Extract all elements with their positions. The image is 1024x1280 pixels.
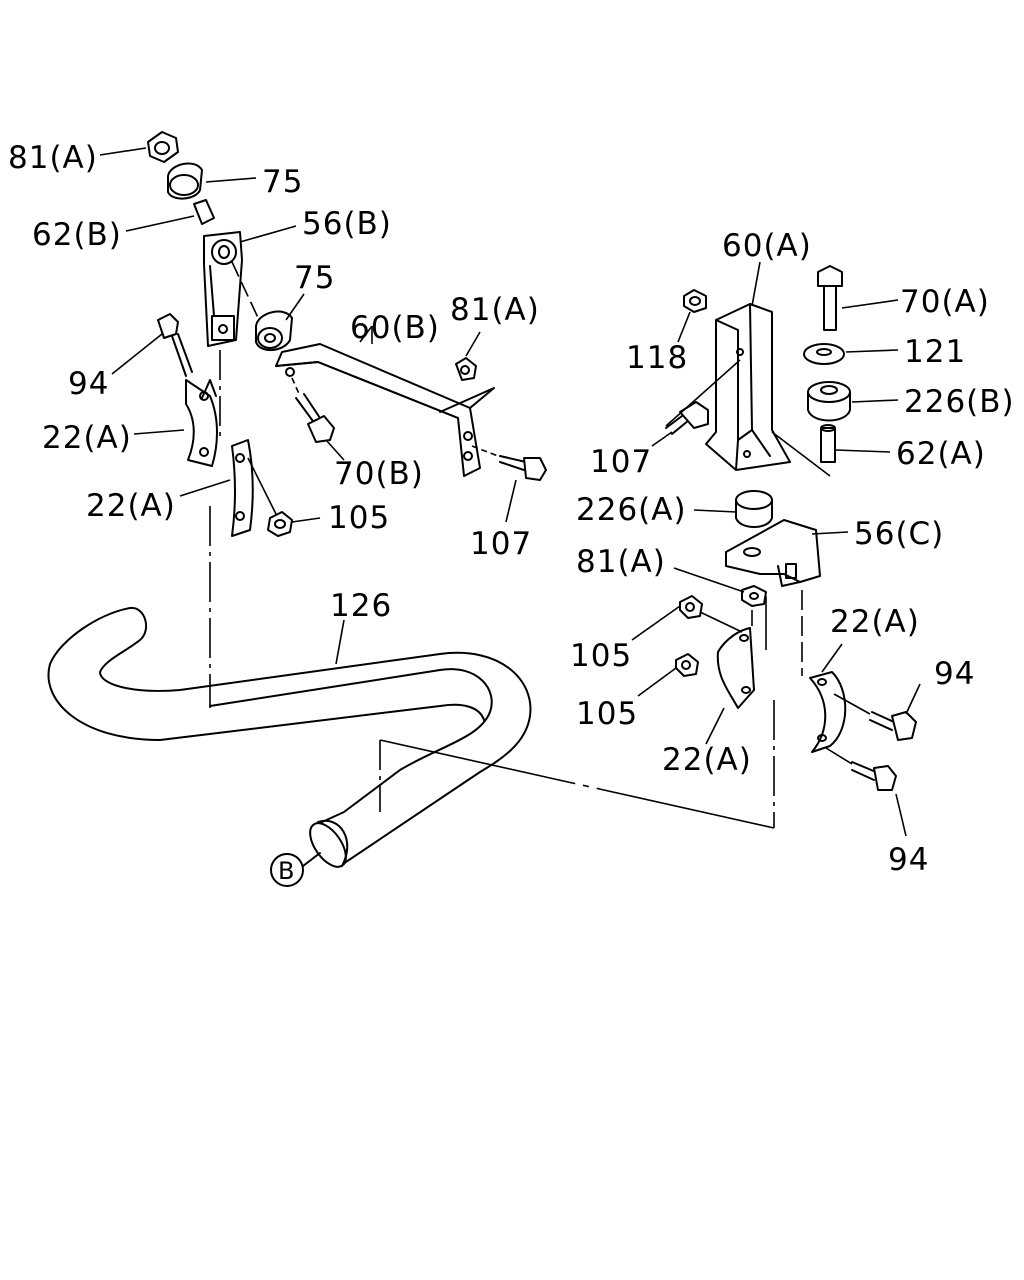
label-226a: 226(A) — [576, 492, 687, 528]
clamp-22a-right-center — [699, 596, 767, 709]
nut-105-right-upper — [679, 595, 703, 619]
right-mount-assembly — [665, 265, 917, 828]
label-105-right-lower: 105 — [576, 696, 638, 732]
bolt-94-right-lower — [825, 747, 897, 791]
label-121: 121 — [904, 334, 966, 370]
clamp-22a-upper — [185, 379, 218, 467]
label-94-left: 94 — [68, 366, 109, 402]
nut-118 — [683, 289, 707, 313]
leader-lines — [99, 147, 921, 837]
washer-121 — [803, 343, 845, 365]
label-70b: 70(B) — [334, 456, 424, 492]
label-105-right-upper: 105 — [570, 638, 632, 674]
label-107-left: 107 — [470, 526, 532, 562]
label-226b: 226(B) — [904, 384, 1015, 420]
label-81a-mid: 81(A) — [450, 292, 540, 328]
label-56c: 56(C) — [854, 516, 944, 552]
nut-81a-top — [147, 131, 179, 163]
label-105-left: 105 — [328, 500, 390, 536]
bolt-70b — [291, 377, 335, 443]
label-60a: 60(A) — [722, 228, 812, 264]
bolt-70a — [817, 265, 843, 331]
bushing-75-lower — [255, 310, 293, 351]
part-labels: 81(A) 75 62(B) 56(B) 75 60(B) 81(A) 94 2… — [8, 140, 1015, 878]
label-62a: 62(A) — [896, 436, 986, 472]
label-94-right-upper: 94 — [934, 656, 975, 692]
bushing-226a — [735, 490, 773, 528]
nut-81a-right — [741, 585, 767, 607]
bolt-94-left — [157, 313, 193, 377]
label-22a-far-right: 22(A) — [830, 604, 920, 640]
label-75-top: 75 — [262, 164, 303, 200]
label-60b: 60(B) — [350, 310, 440, 346]
callout-b: B — [270, 852, 321, 887]
clamp-22a-lower — [231, 439, 254, 537]
left-link-assembly — [147, 131, 293, 708]
link-56b — [203, 231, 243, 347]
label-81a-top: 81(A) — [8, 140, 98, 176]
label-22a-left-lower: 22(A) — [86, 488, 176, 524]
clamp-22a-far-right — [809, 671, 847, 753]
label-22a-right-center: 22(A) — [662, 742, 752, 778]
collar-62b — [193, 199, 215, 225]
stabilizer-bar — [47, 606, 532, 868]
bolt-107-right — [665, 359, 741, 435]
bracket-60a — [705, 303, 831, 477]
label-22a-left-upper: 22(A) — [42, 420, 132, 456]
label-70a: 70(A) — [900, 284, 990, 320]
collar-62a — [820, 424, 836, 463]
bolt-107-left — [471, 445, 547, 481]
bushing-75-top — [167, 162, 203, 200]
svg-text:B: B — [278, 857, 294, 885]
label-56b: 56(B) — [302, 206, 392, 242]
label-62b: 62(B) — [32, 217, 122, 253]
label-75-lower: 75 — [294, 260, 335, 296]
label-81a-right: 81(A) — [576, 544, 666, 580]
alignment-lines — [379, 739, 775, 829]
nut-105-right-lower — [675, 653, 699, 677]
label-126: 126 — [330, 588, 392, 624]
link-56c — [725, 519, 821, 587]
label-107-right: 107 — [590, 444, 652, 480]
bushing-226b — [807, 381, 851, 422]
bolt-94-right-upper — [833, 693, 917, 741]
label-118: 118 — [626, 340, 688, 376]
label-94-right-lower: 94 — [888, 842, 929, 878]
nut-105-left — [247, 457, 293, 537]
bracket-60b — [275, 343, 547, 481]
